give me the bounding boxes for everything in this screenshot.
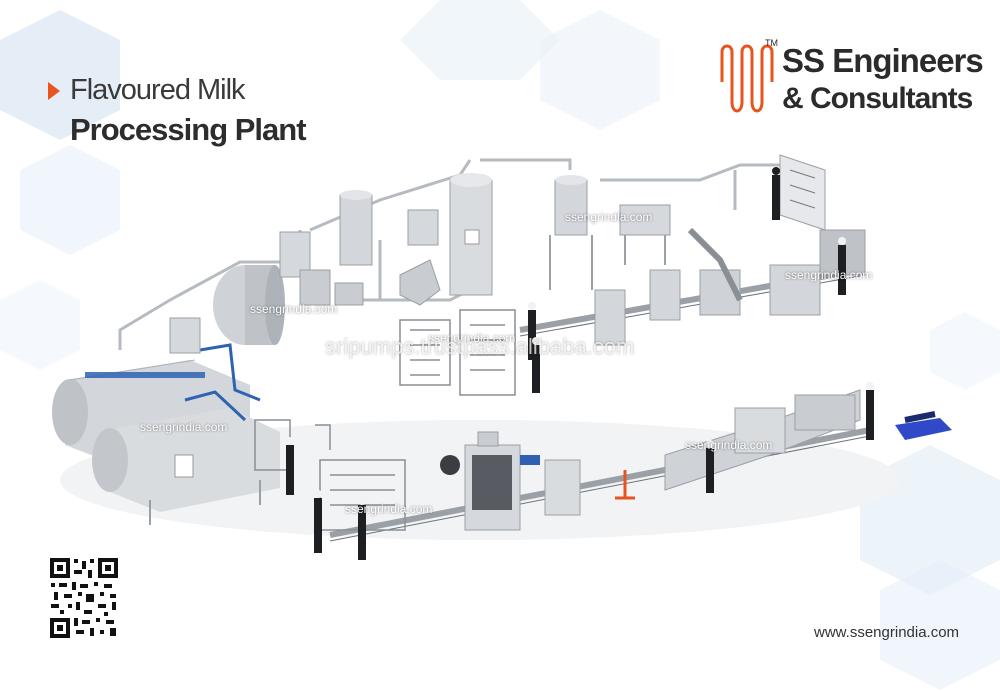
control-panel (779, 154, 826, 231)
brand-name-line-1: SS Engineers (782, 42, 984, 79)
workers (286, 167, 874, 560)
centrifuge (399, 259, 441, 306)
title-line-2: Processing Plant (70, 112, 307, 147)
company-logo: TM SS Engineers & Consultants (718, 38, 984, 120)
title-line-1: Flavoured Milk (70, 74, 246, 106)
watermark: ssengrindia.com (140, 420, 228, 434)
mixing-tank (549, 175, 593, 290)
title-arrow-icon (48, 82, 60, 100)
labeling-machine (440, 431, 521, 531)
process-units (169, 209, 439, 354)
work-table (619, 204, 671, 265)
ss-logo-icon (720, 44, 774, 113)
vertical-tank-1 (339, 190, 373, 266)
vertical-tank-2 (449, 173, 493, 296)
website-url: www.ssengrindia.com (814, 624, 960, 641)
watermark: ssengrindia.com (250, 302, 338, 316)
finished-goods-pallet (895, 411, 952, 440)
watermark: ssengrindia.com (345, 502, 433, 516)
watermark: ssengrindia.com (565, 210, 653, 224)
watermark: ssengrindia.com (428, 331, 516, 345)
watermark: ssengrindia.com (785, 268, 873, 282)
blue-overhead-crane (184, 343, 261, 422)
filling-machines-upper (594, 227, 866, 346)
capping-machine (520, 455, 581, 516)
watermark: ssengrindia.com (685, 438, 773, 452)
orange-stand (615, 470, 635, 500)
brand-name-line-2: & Consultants (782, 82, 973, 115)
storage-tank-2 (92, 408, 280, 525)
overlay-watermark: sripumps.trustpass.alibaba.com (325, 334, 635, 359)
trademark-label: TM (765, 38, 778, 48)
qr-code (48, 556, 120, 640)
reception-tank (213, 265, 285, 345)
